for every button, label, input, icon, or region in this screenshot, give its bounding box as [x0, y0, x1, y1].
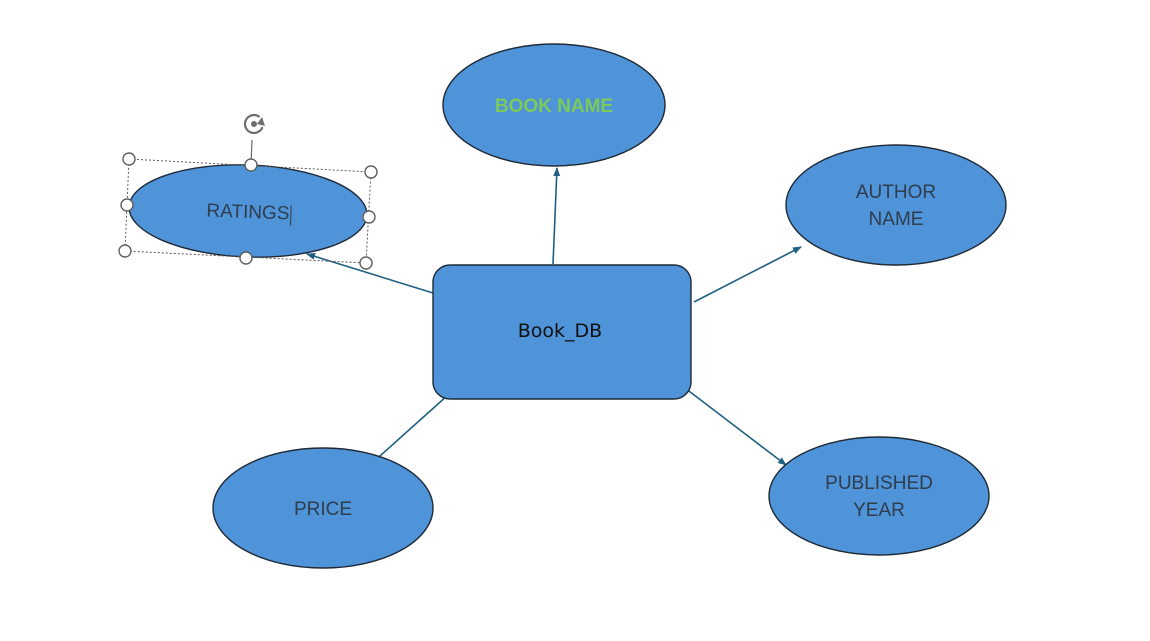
book-name-ellipse[interactable]: BOOK NAME — [442, 43, 666, 167]
published-year-ellipse[interactable]: PUBLISHED YEAR — [768, 436, 990, 556]
text-cursor — [290, 205, 292, 226]
resize-handle-right[interactable] — [362, 210, 376, 224]
ratings-ellipse[interactable]: RATINGS — [127, 161, 368, 261]
author-name-label-line2: NAME — [869, 209, 924, 230]
connector-to-author-name[interactable] — [693, 246, 802, 303]
book-db-box[interactable]: Book_DB — [432, 264, 692, 400]
published-year-label-line1: PUBLISHED — [825, 473, 933, 494]
resize-handle-bottom-right[interactable] — [359, 256, 373, 270]
resize-handle-top-right[interactable] — [364, 165, 378, 179]
selection-frame[interactable] — [118, 112, 378, 270]
rotate-handle-icon[interactable] — [242, 112, 265, 135]
connector-to-ratings[interactable] — [306, 253, 434, 294]
resize-handle-bottom-left[interactable] — [118, 244, 132, 258]
connector-to-price[interactable] — [370, 394, 449, 465]
published-year-label-line2: YEAR — [853, 500, 905, 521]
resize-handle-left[interactable] — [120, 198, 134, 212]
author-name-label-line1: AUTHOR — [856, 182, 936, 203]
resize-handle-top[interactable] — [244, 158, 258, 172]
book-db-label: Book_DB — [518, 320, 602, 342]
ratings-label: RATINGS — [206, 201, 290, 225]
author-name-ellipse[interactable]: AUTHOR NAME — [785, 144, 1007, 266]
price-ellipse[interactable]: PRICE — [212, 447, 434, 569]
connector-to-book-name[interactable] — [552, 167, 561, 265]
connector-to-published-year[interactable] — [680, 384, 787, 466]
resize-handle-bottom[interactable] — [239, 251, 253, 265]
book-name-label: BOOK NAME — [495, 96, 613, 117]
resize-handle-top-left[interactable] — [122, 152, 136, 166]
price-label: PRICE — [294, 499, 352, 520]
